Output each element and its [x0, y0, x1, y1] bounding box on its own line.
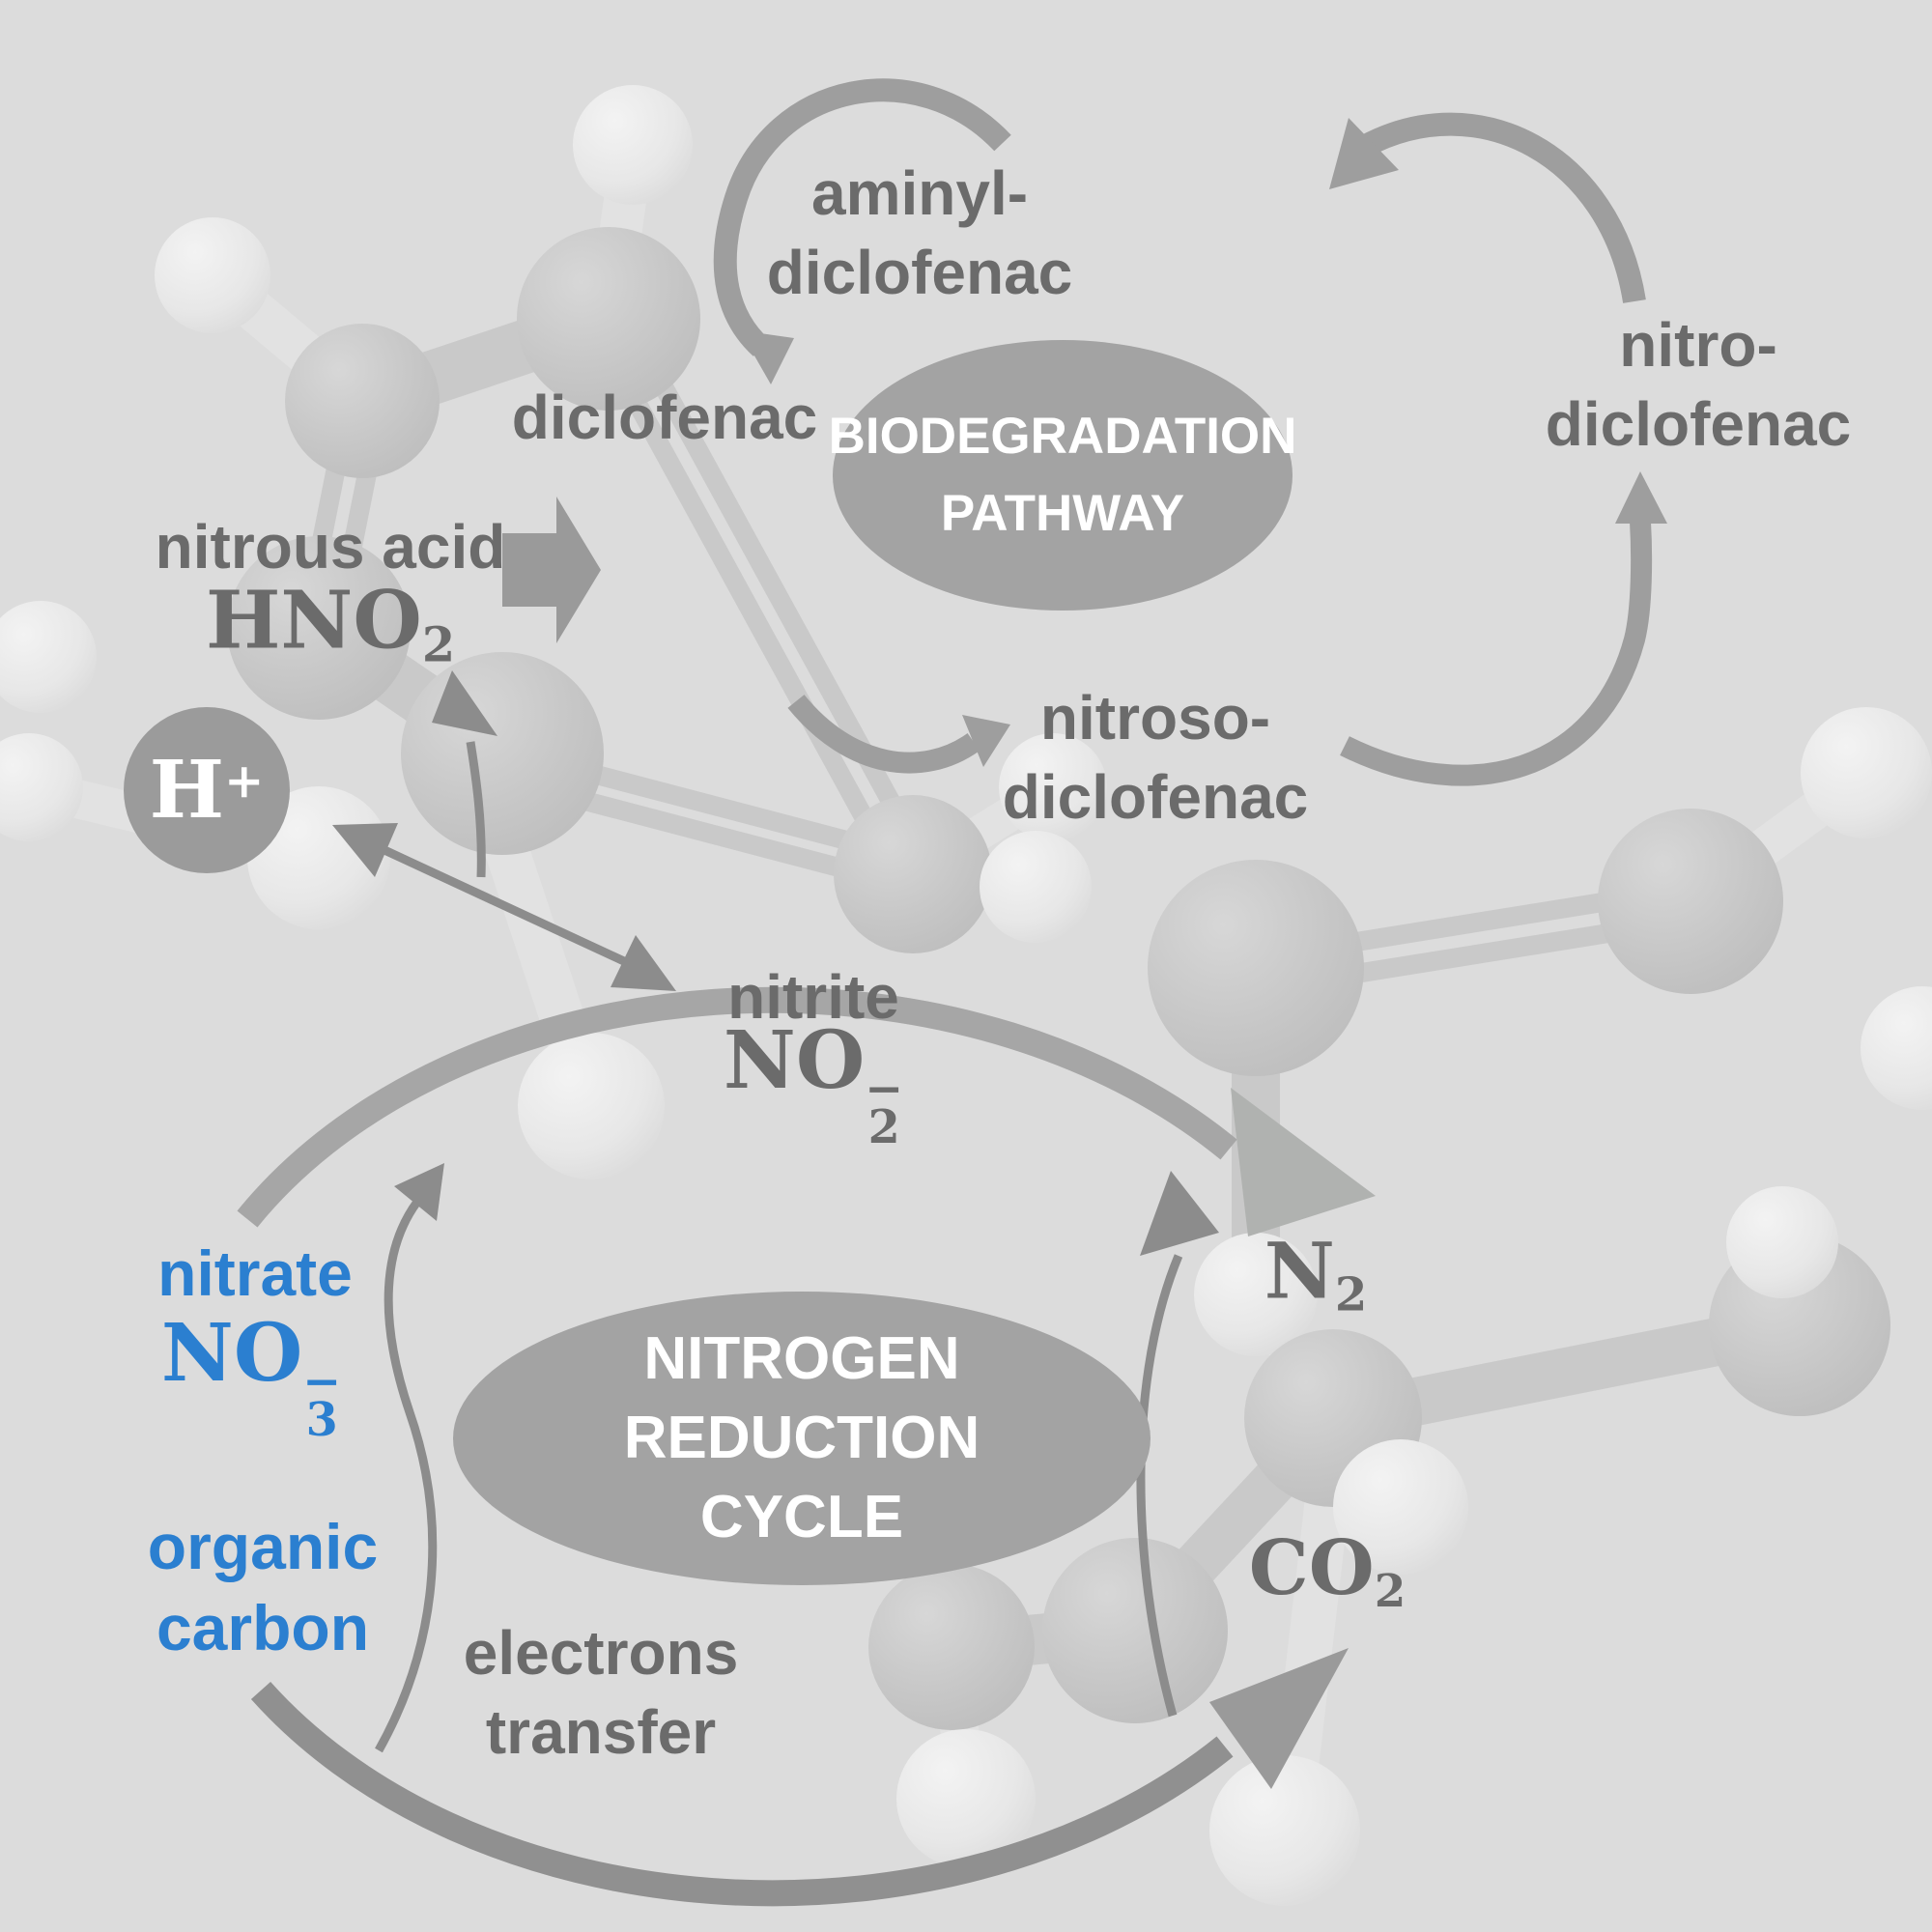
block-arrow-diclofenac-to-pathway — [502, 497, 601, 643]
label-nitrite: nitrite — [727, 962, 899, 1032]
biodegradation-title-line2: PATHWAY — [940, 485, 1185, 542]
arrow-aminyl-to-diclofenac — [713, 78, 1011, 384]
formula-no2-minus: NO−2 — [723, 1013, 904, 1154]
nitrogen-reduction-cycle-ellipse: NITROGEN REDUCTION CYCLE — [453, 1292, 1151, 1585]
molecule-atoms — [0, 85, 1932, 1906]
label-nitro-diclofenac: nitro- diclofenac — [1545, 310, 1852, 459]
biodegradation-title-line1: BIODEGRADATION — [828, 408, 1297, 465]
big-arc-nitrate-to-n2 — [237, 986, 1376, 1236]
label-nitrous-acid: nitrous acid — [155, 512, 506, 582]
formula-n2: N2 — [1264, 1225, 1368, 1322]
label-aminyl-diclofenac: aminyl- diclofenac — [766, 158, 1073, 307]
nitrogen-cycle-title-line2: REDUCTION — [623, 1405, 980, 1471]
double-arrow-hno2-nitrite-equilibrium — [332, 823, 676, 991]
label-nitroso-diclofenac: nitroso- diclofenac — [1002, 683, 1309, 832]
biodegradation-pathway-ellipse: BIODEGRADATION PATHWAY — [829, 340, 1296, 611]
nitrogen-cycle-title-line1: NITROGEN — [643, 1325, 960, 1392]
label-organic-carbon: organic carbon — [147, 1511, 379, 1663]
formula-h-plus: H+ — [149, 744, 265, 837]
proton-circle: H+ — [124, 707, 290, 873]
thin-arrow-nitrite-to-hno2 — [432, 670, 497, 878]
formula-hno2: HNO2 — [205, 574, 456, 673]
nitrogen-cycle-title-line3: CYCLE — [699, 1484, 904, 1550]
formula-no3-minus: NO−3 — [160, 1306, 342, 1447]
big-arc-carbon-to-co2 — [250, 1648, 1349, 1907]
arrow-nitro-to-aminyl — [1329, 112, 1646, 303]
label-nitrate: nitrate — [157, 1237, 353, 1309]
label-diclofenac: diclofenac — [511, 383, 818, 452]
arrow-nitroso-to-nitro — [1340, 471, 1667, 786]
thin-arrow-co2-to-n2 — [1136, 1171, 1219, 1718]
arrow-pathway-to-nitroso — [787, 694, 1010, 774]
formula-co2: CO2 — [1248, 1523, 1406, 1619]
label-electrons-transfer: electrons transfer — [463, 1618, 739, 1767]
thin-arrow-electron-s-curve — [375, 1163, 444, 1753]
